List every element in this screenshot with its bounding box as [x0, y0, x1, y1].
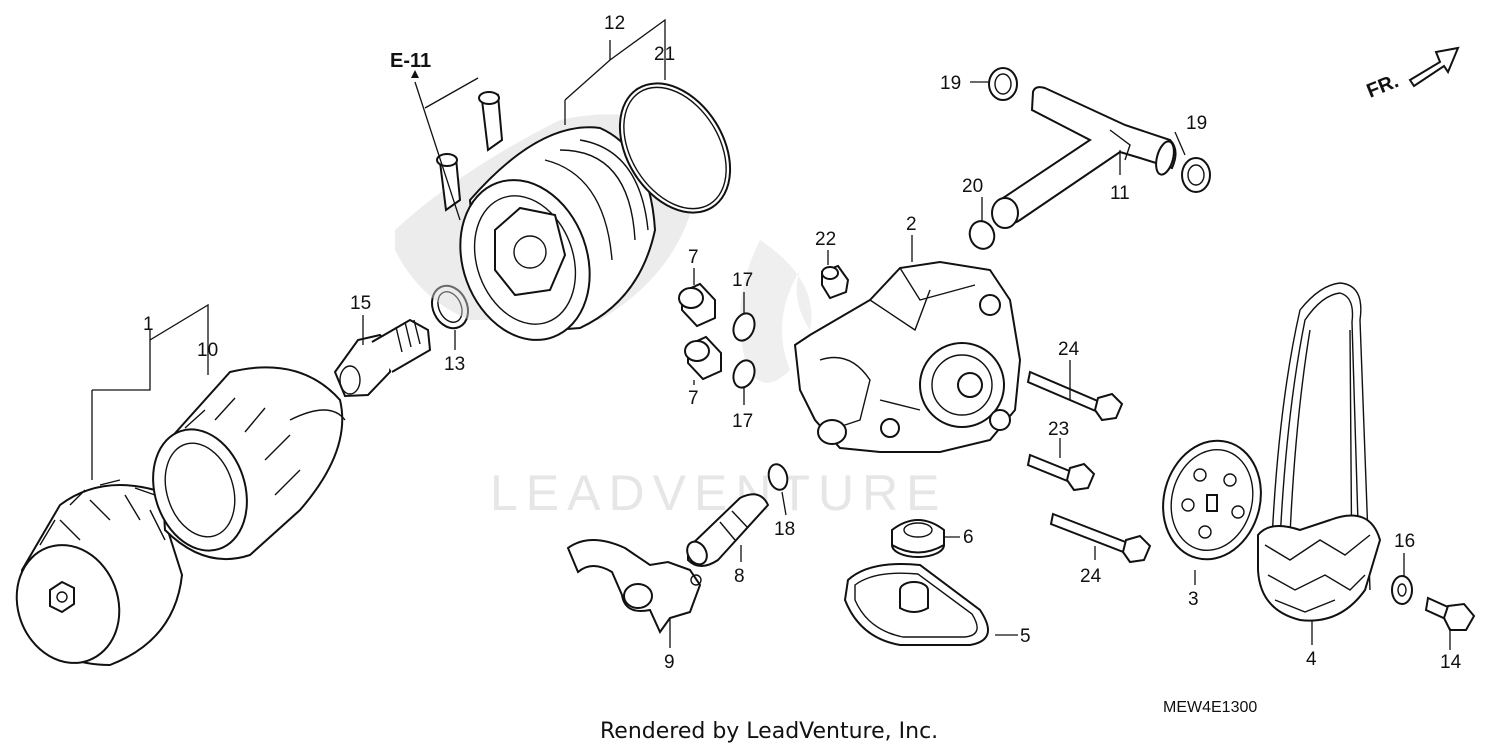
callout-19-right: 19 — [1186, 113, 1207, 134]
leader-lines — [91, 18, 1451, 650]
callout-16: 16 — [1394, 531, 1415, 552]
callout-1: 1 — [143, 314, 154, 335]
callout-2: 2 — [906, 214, 917, 235]
water-joint-pipe[interactable] — [991, 86, 1177, 229]
diagram-part-code: MEW4E1300 — [1163, 699, 1257, 716]
callout-15: 15 — [350, 293, 371, 314]
callout-9: 9 — [664, 652, 675, 673]
oil-filter-assembly[interactable] — [0, 479, 184, 677]
callout-3: 3 — [1188, 589, 1199, 610]
filter-hex-nut — [49, 580, 75, 614]
callout-7-upper: 7 — [688, 247, 699, 268]
callout-24-lower: 24 — [1080, 566, 1102, 587]
oil-cooler-bolt[interactable] — [333, 318, 432, 398]
seal-19-left[interactable] — [988, 67, 1018, 101]
callout-11: 11 — [1110, 183, 1130, 204]
dowel-pin-upper[interactable] — [678, 282, 716, 328]
callout-labels: 1 10 15 13 12 21 7 7 17 17 22 2 19 19 20… — [143, 13, 1462, 673]
sprocket-bolt-14[interactable] — [1424, 596, 1476, 631]
oil-pump-chain[interactable] — [1257, 282, 1382, 622]
callout-7-lower: 7 — [688, 388, 699, 409]
reference-e11[interactable]: E-11 — [390, 50, 479, 221]
callout-4: 4 — [1306, 649, 1317, 670]
oil-cooler[interactable] — [395, 91, 700, 358]
callout-14: 14 — [1440, 652, 1462, 673]
watermark-text: LEADVENTURE — [490, 465, 948, 521]
reference-label: E-11 — [390, 50, 431, 72]
direction-label: FR. — [1364, 70, 1402, 102]
callout-18: 18 — [774, 519, 795, 540]
o-ring-18[interactable] — [766, 462, 790, 492]
oil-pump-sprocket[interactable] — [1150, 430, 1274, 571]
oil-joint-8[interactable] — [683, 493, 770, 568]
callout-13: 13 — [444, 354, 465, 375]
callout-6: 6 — [963, 527, 974, 548]
flange-bolt-24-upper[interactable] — [1026, 370, 1124, 422]
callout-20: 20 — [962, 176, 983, 197]
callout-5: 5 — [1020, 626, 1031, 647]
oil-filter-element[interactable] — [138, 366, 346, 563]
o-ring-17-upper[interactable] — [730, 310, 758, 343]
flange-bolt-24-lower[interactable] — [1049, 512, 1152, 564]
flange-bolt-23[interactable] — [1026, 453, 1096, 492]
dowel-pin-lower[interactable] — [684, 335, 722, 381]
front-direction-indicator: FR. — [1364, 46, 1460, 103]
oil-strainer[interactable] — [843, 563, 989, 646]
o-ring-17-lower[interactable] — [730, 357, 758, 390]
o-ring-13[interactable] — [425, 280, 474, 334]
o-ring-21[interactable] — [597, 63, 753, 233]
callout-24-upper: 24 — [1058, 339, 1080, 360]
oil-pipe-9[interactable] — [566, 539, 702, 634]
callout-17-upper: 17 — [732, 270, 753, 291]
callout-10: 10 — [197, 340, 218, 361]
callout-21: 21 — [654, 44, 675, 65]
o-ring-20[interactable] — [966, 218, 998, 253]
dowel-pin-22[interactable] — [821, 264, 850, 300]
rendered-by-footer: Rendered by LeadVenture, Inc. — [600, 719, 938, 744]
grommet-6[interactable] — [891, 519, 945, 558]
callout-19-left: 19 — [940, 73, 961, 94]
callout-23: 23 — [1048, 419, 1069, 440]
callout-22: 22 — [815, 229, 836, 250]
washer-16[interactable] — [1391, 575, 1413, 605]
callout-12: 12 — [604, 13, 625, 34]
callout-17-lower: 17 — [732, 411, 753, 432]
seal-19-right[interactable] — [1181, 157, 1211, 193]
leadventure-watermark: LEADVENTURE — [490, 240, 948, 521]
callout-8: 8 — [734, 566, 745, 587]
oil-pump-assembly[interactable] — [793, 260, 1022, 453]
